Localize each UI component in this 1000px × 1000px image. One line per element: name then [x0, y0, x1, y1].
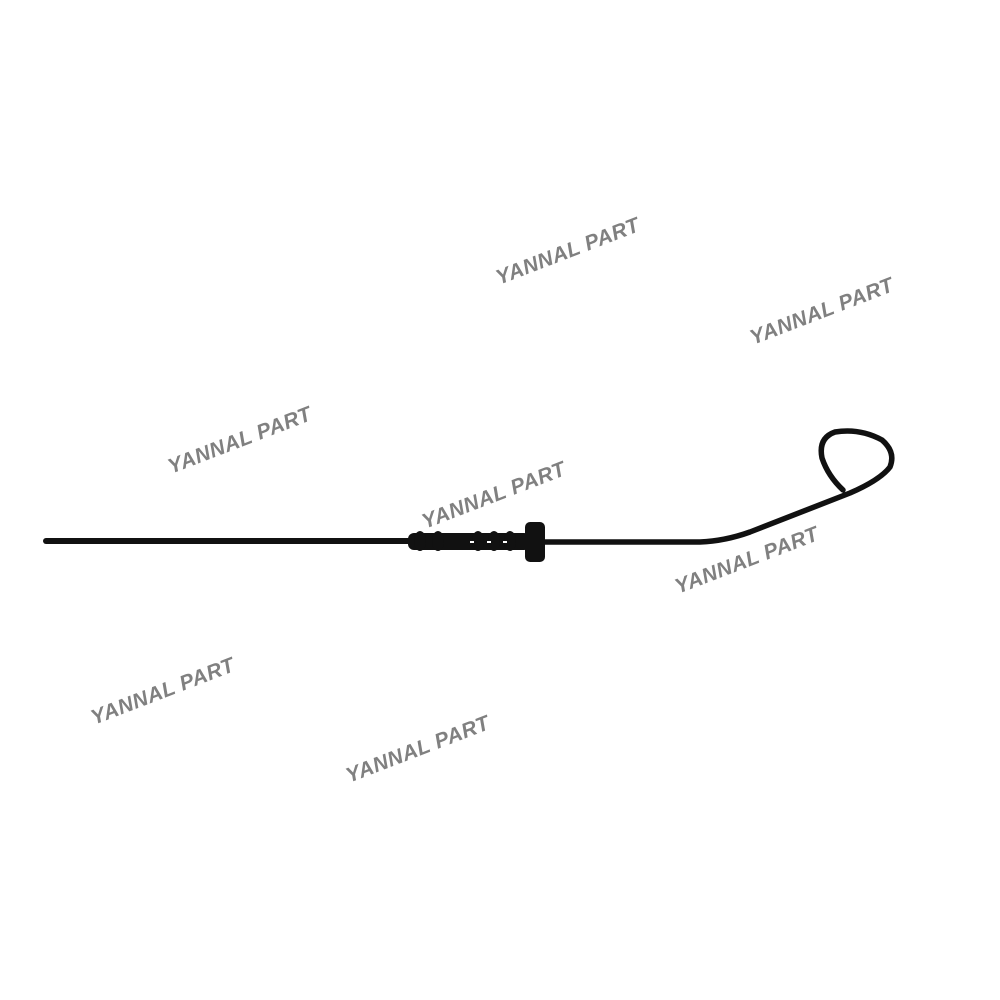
rubber-seal — [408, 522, 545, 562]
dipstick-shaft-bend — [537, 428, 895, 545]
